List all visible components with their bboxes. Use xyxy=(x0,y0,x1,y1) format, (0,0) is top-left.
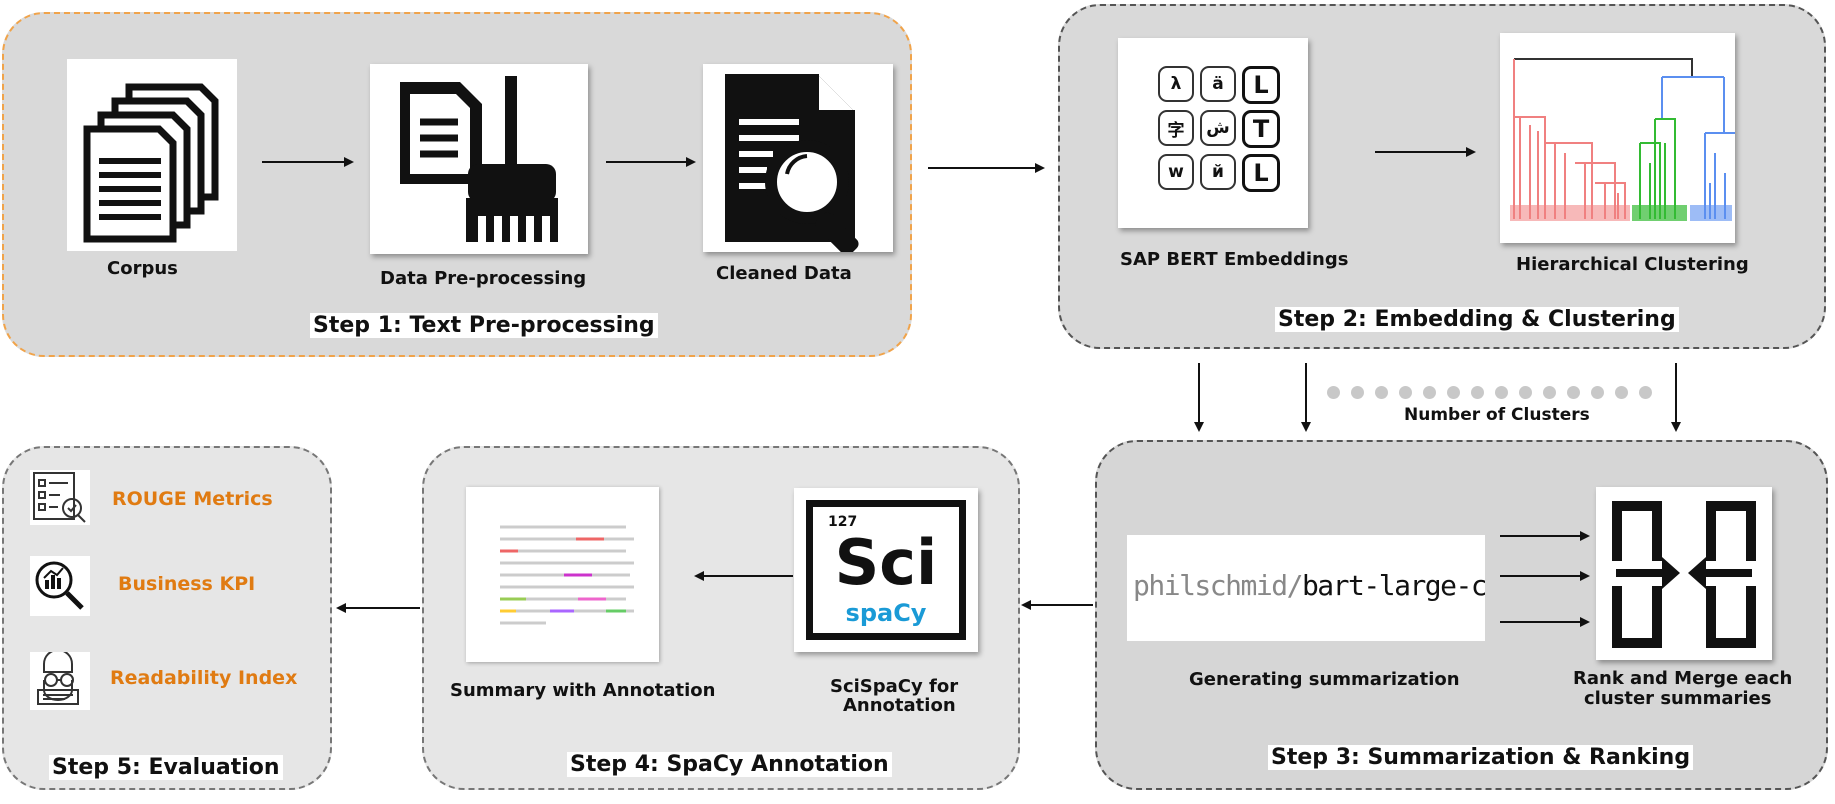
rank-merge-label-2: cluster summaries xyxy=(1584,688,1772,709)
model-name-banner: philschmid/bart-large-cnn-samsum xyxy=(1127,535,1485,641)
dendrogram-icon xyxy=(1500,33,1735,243)
cluster-dot xyxy=(1351,386,1364,399)
number-of-clusters-label: Number of Clusters xyxy=(1404,405,1590,425)
corpus-icon xyxy=(67,59,237,251)
cluster-dot xyxy=(1423,386,1436,399)
cleaned-data-label: Cleaned Data xyxy=(716,263,852,284)
checklist-icon xyxy=(30,470,90,525)
glyph-tile: λ xyxy=(1158,66,1194,102)
clustering-label: Hierarchical Clustering xyxy=(1516,254,1749,275)
rank-merge-icon xyxy=(1596,487,1772,660)
cluster-dot xyxy=(1639,386,1652,399)
step3-title: Step 3: Summarization & Ranking xyxy=(1268,745,1694,770)
scispacy-label-2: Annotation xyxy=(843,695,956,716)
cluster-dot xyxy=(1471,386,1484,399)
rouge-metrics-label: ROUGE Metrics xyxy=(112,488,273,510)
generating-summarization-label: Generating summarization xyxy=(1189,669,1460,690)
step1-title: Step 1: Text Pre-processing xyxy=(310,313,658,338)
data-preprocessing-icon xyxy=(370,64,588,254)
cluster-dot xyxy=(1399,386,1412,399)
cluster-dot xyxy=(1495,386,1508,399)
scispacy-label-1: SciSpaCy for xyxy=(830,676,959,697)
element-number: 127 xyxy=(828,514,858,530)
embedding-glyph-grid: λ ä L 字 ش T w й L xyxy=(1158,66,1280,192)
cluster-dot xyxy=(1591,386,1604,399)
element-name: spaCy xyxy=(845,599,927,627)
business-kpi-label: Business KPI xyxy=(118,573,256,595)
corpus-label: Corpus xyxy=(107,258,178,279)
step5-title: Step 5: Evaluation xyxy=(49,755,283,780)
data-preprocessing-label: Data Pre-processing xyxy=(380,268,587,289)
glyph-tile: 字 xyxy=(1158,110,1194,146)
cluster-dot xyxy=(1615,386,1628,399)
step4-title: Step 4: SpaCy Annotation xyxy=(567,752,892,777)
cluster-dot xyxy=(1543,386,1556,399)
kpi-icon xyxy=(30,556,90,616)
cluster-dot xyxy=(1519,386,1532,399)
embeddings-label: SAP BERT Embeddings xyxy=(1120,249,1349,270)
cluster-dot xyxy=(1447,386,1460,399)
glyph-tile: й xyxy=(1200,154,1236,190)
step2-title: Step 2: Embedding & Clustering xyxy=(1275,307,1679,332)
readability-icon xyxy=(30,652,90,710)
glyph-tile: ش xyxy=(1200,110,1236,146)
model-prefix: philschmid/ xyxy=(1133,569,1303,602)
annotated-summary-thumbnail xyxy=(466,487,659,662)
glyph-tile: L xyxy=(1242,66,1280,104)
scispacy-icon: 127 Sci spaCy xyxy=(794,488,978,652)
model-name: bart-large-cnn-samsum xyxy=(1301,569,1485,602)
embeddings-icon: λ ä L 字 ش T w й L xyxy=(1118,38,1308,228)
glyph-tile: w xyxy=(1158,154,1194,190)
summary-annotation-label: Summary with Annotation xyxy=(450,680,716,701)
cluster-dot xyxy=(1375,386,1388,399)
glyph-tile: L xyxy=(1242,154,1280,192)
cluster-dot xyxy=(1327,386,1340,399)
rank-merge-label-1: Rank and Merge each xyxy=(1573,668,1793,689)
glyph-tile: T xyxy=(1242,110,1280,148)
cleaned-data-icon xyxy=(703,64,893,252)
readability-index-label: Readability Index xyxy=(110,667,298,689)
element-symbol: Sci xyxy=(834,526,938,599)
glyph-tile: ä xyxy=(1200,66,1236,102)
cluster-dot xyxy=(1567,386,1580,399)
